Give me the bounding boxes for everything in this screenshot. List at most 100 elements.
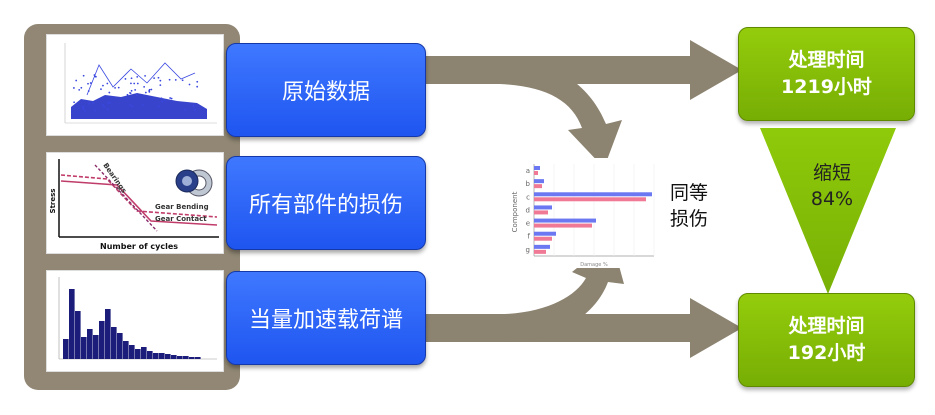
hist-bar (129, 345, 135, 359)
sn-curve-plot: Stress Number of cycles Bearings Gear Be… (49, 159, 219, 251)
damage-bar-red (534, 223, 592, 228)
bearing-icon (175, 169, 213, 197)
raw-data-point (129, 104, 131, 107)
raw-data-point (141, 104, 144, 106)
reduction-triangle (760, 128, 896, 294)
damage-bar-red (534, 197, 646, 202)
raw-data-point (160, 97, 163, 100)
raw-data-point (136, 82, 139, 85)
raw-data-point (170, 97, 173, 100)
raw-data-point (161, 100, 164, 103)
raw-data-button[interactable]: 原始数据 (226, 43, 426, 137)
raw-data-point (196, 80, 199, 83)
sn-curve-thumbnail: Stress Number of cycles Bearings Gear Be… (46, 152, 224, 254)
raw-data-point (194, 109, 196, 111)
raw-data-point (164, 99, 166, 102)
hist-bar (63, 339, 69, 359)
damage-category-label: f (528, 233, 531, 241)
raw-data-point (88, 102, 91, 105)
hist-bar (99, 321, 105, 359)
hist-bar (171, 355, 177, 359)
raw-data-point (130, 82, 132, 85)
raw-data-point (150, 88, 153, 91)
raw-data-point (82, 74, 85, 77)
curve-arrow-bottom (418, 240, 624, 342)
damage-bar-blue (534, 166, 540, 170)
hist-bar (153, 353, 159, 359)
raw-data-point (106, 82, 109, 85)
hist-bar (177, 356, 183, 359)
damage-bar-blue (534, 231, 556, 236)
raw-data-point (117, 86, 120, 89)
before-time-value: 1219小时 (781, 76, 872, 98)
raw-data-point (124, 78, 127, 80)
damage-bar-blue (534, 218, 596, 223)
raw-data-point (102, 84, 104, 87)
hist-bar (111, 327, 117, 359)
raw-data-cloud (71, 93, 207, 119)
damage-bar-red (534, 184, 542, 189)
equivalent-spectrum-button[interactable]: 当量加速载荷谱 (226, 271, 426, 365)
hist-bar (69, 289, 75, 359)
raw-data-point (100, 88, 102, 91)
raw-data-point (103, 105, 105, 108)
raw-data-point (73, 101, 75, 104)
raw-data-point (181, 79, 184, 82)
arrow-to-before (418, 40, 742, 100)
raw-data-point (80, 86, 83, 89)
damage-category-label: g (526, 246, 530, 254)
hist-bar (81, 337, 87, 359)
damage-bar-blue (534, 244, 550, 249)
sn-ylabel: Stress (49, 189, 57, 214)
hist-bar (135, 349, 141, 359)
damage-category-label: b (526, 180, 531, 188)
raw-data-point (129, 91, 131, 94)
spectrum-thumbnail (46, 270, 224, 372)
raw-data-point (148, 90, 151, 93)
hist-bar (147, 351, 153, 359)
damage-xlabel: Damage % (580, 262, 608, 268)
raw-data-thumbnail (46, 34, 224, 136)
raw-data-plot (64, 43, 217, 124)
damage-bar-blue (534, 205, 552, 210)
raw-data-point (144, 91, 147, 94)
sn-xlabel: Number of cycles (100, 242, 178, 251)
raw-data-point (82, 105, 85, 108)
raw-data-point (108, 91, 111, 94)
raw-data-point (131, 105, 134, 108)
raw-data-point (153, 77, 156, 80)
raw-data-point (89, 82, 92, 84)
hist-bar (141, 347, 147, 359)
hist-bar (87, 329, 93, 359)
hist-bar (189, 357, 195, 359)
damage-category-label: e (526, 220, 530, 228)
sn-curve-gear-bending (60, 174, 218, 218)
spectrum-histogram (58, 277, 217, 360)
raw-data-point (106, 108, 109, 111)
damage-bar-red (534, 236, 552, 241)
hist-bar (75, 311, 81, 359)
raw-data-point (114, 86, 116, 89)
raw-data-point (126, 93, 129, 96)
raw-data-point (73, 87, 75, 89)
damage-ylabel: Component (511, 191, 519, 232)
after-time-box: 处理时间 192小时 (738, 293, 915, 387)
raw-data-point (136, 75, 139, 78)
raw-data-point (144, 74, 146, 77)
raw-data-point (157, 105, 160, 108)
raw-data-point (75, 79, 78, 82)
component-damage-label: 所有部件的损伤 (248, 193, 403, 218)
raw-data-point (78, 88, 81, 91)
sn-curve-gear-contact (60, 180, 218, 226)
raw-data-point (101, 103, 104, 106)
raw-data-point (196, 85, 199, 88)
raw-data-point (188, 83, 191, 86)
raw-data-point (159, 79, 162, 82)
damage-bar-blue (534, 192, 652, 197)
component-damage-button[interactable]: 所有部件的损伤 (226, 156, 426, 250)
damage-bar-red (534, 171, 538, 175)
sn-label-gear-bending: Gear Bending (155, 203, 209, 211)
raw-data-point (174, 79, 177, 81)
raw-data-point (94, 109, 97, 112)
